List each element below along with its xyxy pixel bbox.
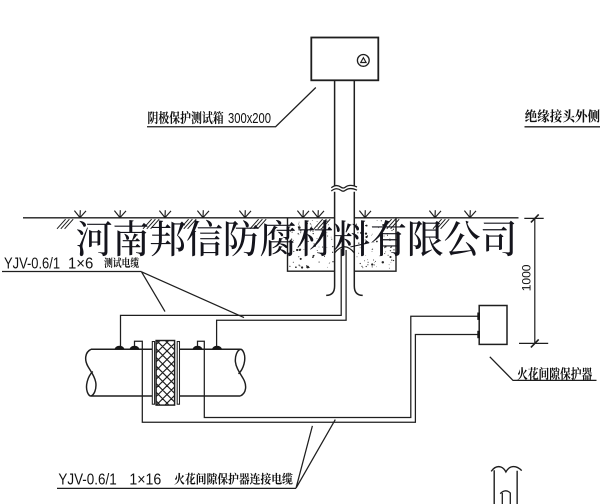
svg-text:300x200: 300x200 [228, 110, 271, 127]
svg-text:YJV-0.6/1: YJV-0.6/1 [58, 472, 116, 489]
svg-text:1×16: 1×16 [129, 472, 161, 489]
svg-text:YJV-0.6/1: YJV-0.6/1 [4, 256, 60, 273]
svg-text:1×6: 1×6 [68, 256, 93, 273]
svg-text:1000: 1000 [520, 264, 534, 291]
